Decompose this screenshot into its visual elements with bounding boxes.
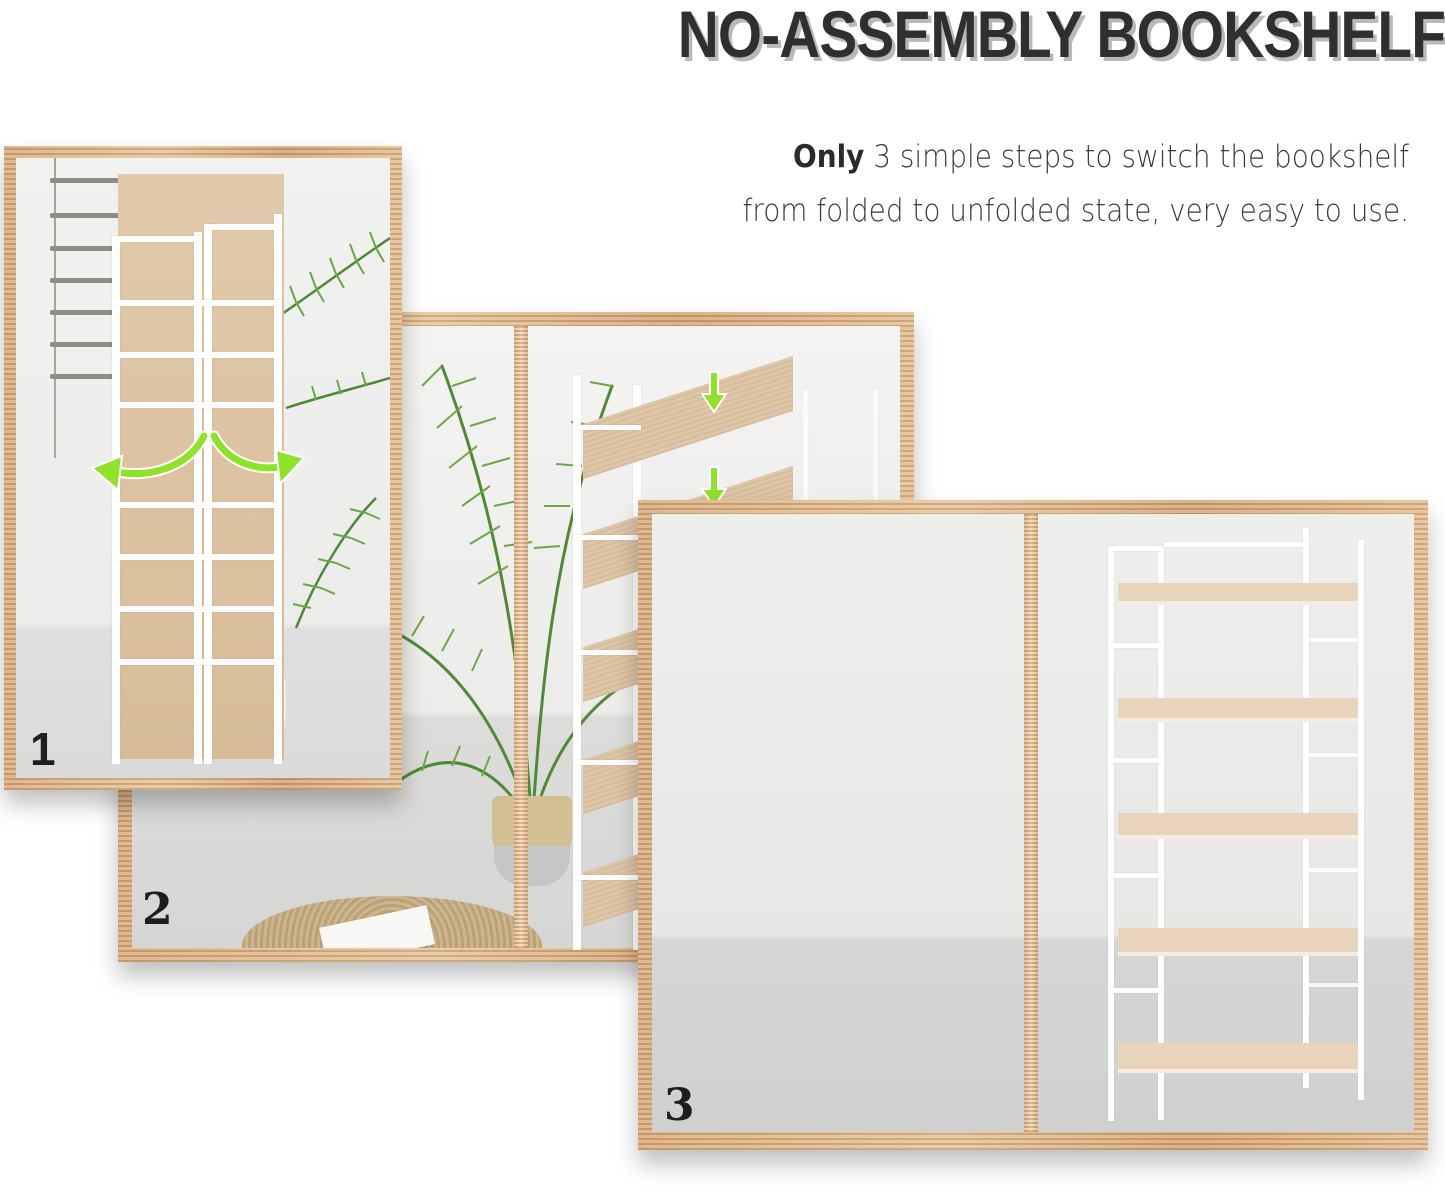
unfold-sideways-arrows-icon: [90, 430, 306, 492]
subtitle-text: Only 3 simple steps to switch the booksh…: [689, 130, 1409, 238]
panel-3-fold-crease: [1024, 514, 1038, 1132]
woven-basket-base: [494, 846, 570, 886]
step-3-panel: 3: [638, 500, 1428, 1150]
step-1-panel: 1: [4, 146, 402, 790]
subtitle-line2: from folded to unfolded state, very easy…: [742, 193, 1409, 229]
step-1-number: 1: [30, 723, 56, 775]
down-arrow-icon: [701, 466, 727, 509]
down-arrow-icon: [701, 371, 727, 414]
step-3-number: 3: [664, 1080, 695, 1131]
panel-2-fold-crease: [514, 326, 528, 948]
step-2-number: 2: [142, 884, 173, 935]
hanging-ladder-decor: [44, 158, 134, 458]
folded-bookshelf: [112, 174, 292, 764]
subtitle-line1: 3 simple steps to switch the bookshelf: [864, 139, 1409, 175]
palm-plant-illustration: [275, 231, 390, 629]
page-headline: NO-ASSEMBLY BOOKSHELF: [677, 0, 1445, 71]
unfolded-bookshelf: [1108, 528, 1368, 1128]
subtitle-bold-lead: Only: [793, 139, 865, 175]
